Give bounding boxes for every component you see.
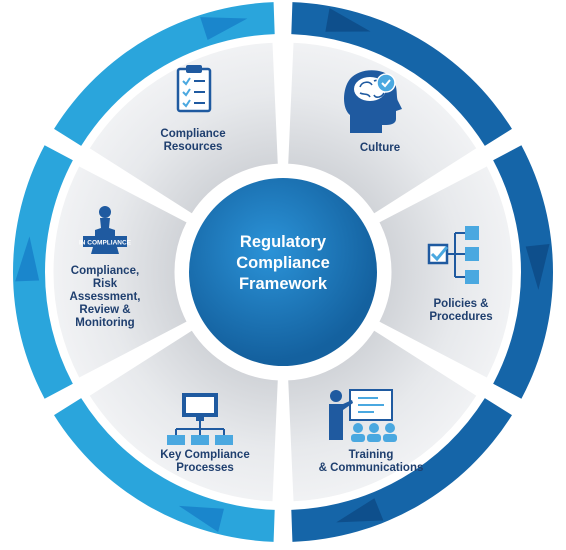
center-title-line: Framework [238,275,328,293]
segment-label-line: Policies & [433,298,489,310]
center-title: Regulatory Compliance Framework [183,232,383,295]
segment-label-line: Processes [176,462,234,474]
outer-ring-arc [291,398,512,542]
ring-arrow-head [325,8,371,32]
segment-label-line: Review & [79,304,131,316]
outer-ring-arc [12,145,73,399]
segment-resources [88,41,279,215]
segment-label-risk: Compliance, Risk Assessment, Review & Mo… [40,265,170,330]
segment-risk [52,165,188,379]
segment-label-line: Risk [92,278,118,290]
segment-label-training: Training & Communications [306,449,436,475]
outer-ring-arc [54,398,275,542]
in-compliance-stamp-icon: IN COMPLIANCE [79,206,132,254]
ring-arrow-head [525,243,550,290]
segment-label-processes: Key Compliance Processes [140,449,270,475]
segment-label-line: Compliance, [70,265,140,277]
segment-label-line: & Communications [318,462,424,474]
segment-label-line: Culture [359,142,401,154]
segment-label-line: Procedures [429,311,493,323]
segment-label-line: Resources [163,141,223,153]
segment-label-culture: Culture [315,142,445,155]
segment-label-line: Training [348,449,394,461]
segment-policies [378,165,514,379]
center-title-line: Compliance [236,254,330,272]
ring-arrow-head [200,17,248,40]
clipboard-checklist-icon [176,65,212,113]
ring-arrow-head [336,498,384,523]
checkbox-hierarchy-icon [427,226,479,284]
segment-label-policies: Policies & Procedures [396,298,526,324]
outer-ring-arc [291,2,512,146]
segment-culture [287,41,478,215]
segment-label-resources: Compliance Resources [128,128,258,154]
segment-label-line: Key Compliance [160,449,250,461]
outer-ring-arc [493,145,553,399]
segment-label-line: Compliance [160,128,226,140]
center-circle [189,178,377,366]
stamp-label: IN COMPLIANCE [79,240,132,247]
presentation-audience-icon [329,389,397,442]
ring-arrow-head [15,236,40,282]
ring-arrow-head [178,505,224,533]
head-brain-check-icon [344,70,402,133]
center-title-line: Regulatory [239,233,327,251]
monitor-network-icon [167,393,233,445]
segment-label-line: Assessment, [69,291,141,303]
outer-ring-arc [54,2,275,146]
segment-label-line: Monitoring [75,317,135,329]
